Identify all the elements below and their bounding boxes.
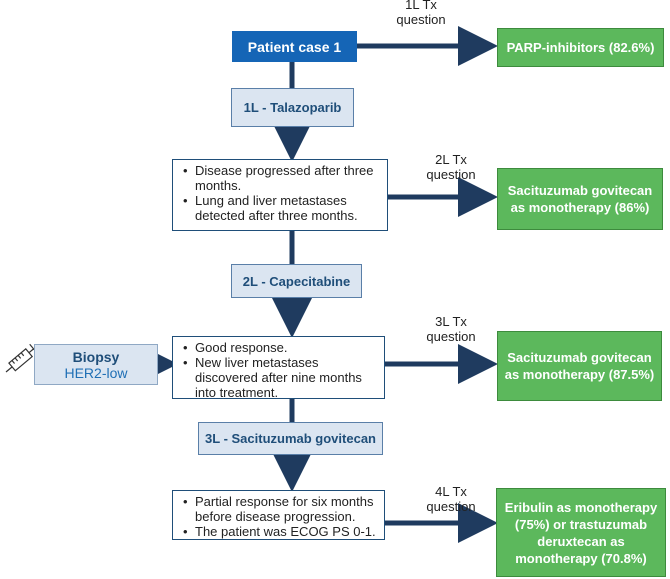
answer-3-text: Sacituzumab govitecan as monotherapy (87… (504, 350, 655, 382)
patient-case-label: Patient case 1 (247, 38, 342, 55)
question-4-line-2: question (426, 499, 476, 514)
syringe-icon (5, 343, 38, 373)
question-4-line-1: 4L Tx (435, 484, 467, 499)
question-1-line-1: 1L Tx (405, 0, 437, 12)
question-1-line-2: question (396, 12, 446, 27)
biopsy-subtitle: HER2-low (64, 364, 128, 381)
question-3-line-1: 3L Tx (435, 314, 467, 329)
description-box-2: Good response. New liver metastases disc… (172, 336, 385, 400)
description-1-item-2: Lung and liver metastases detected after… (183, 193, 381, 223)
answer-box-1: PARP-inhibitors (82.6%) (497, 28, 664, 67)
answer-4-text: Eribulin as monotherapy (75%) or trastuz… (504, 499, 658, 566)
line-3-box: 3L - Sacituzumab govitecan (198, 422, 383, 455)
question-label-2: 2L Tx question (416, 152, 486, 182)
question-label-3: 3L Tx question (416, 314, 486, 344)
biopsy-box: Biopsy HER2-low (34, 344, 158, 385)
line-3-label: 3L - Sacituzumab govitecan (205, 431, 376, 446)
question-label-1: 1L Tx question (386, 0, 456, 27)
line-2-box: 2L - Capecitabine (231, 264, 362, 298)
answer-2-text: Sacituzumab govitecan as monotherapy (86… (507, 183, 653, 215)
patient-case-box: Patient case 1 (232, 31, 357, 62)
description-2-item-1: Good response. (183, 340, 378, 355)
answer-box-2: Sacituzumab govitecan as monotherapy (86… (497, 168, 663, 230)
answer-box-3: Sacituzumab govitecan as monotherapy (87… (497, 331, 662, 401)
description-box-3: Partial response for six months before d… (172, 490, 385, 540)
description-2-item-2: New liver metastases discovered after ni… (183, 355, 378, 400)
description-1-item-1: Disease progressed after three months. (183, 163, 381, 193)
description-3-item-1: Partial response for six months before d… (183, 494, 378, 524)
line-2-label: 2L - Capecitabine (242, 273, 351, 289)
question-2-line-1: 2L Tx (435, 152, 467, 167)
description-3-item-2: The patient was ECOG PS 0-1. (183, 524, 378, 539)
description-box-1: Disease progressed after three months. L… (172, 159, 388, 231)
line-1-label: 1L - Talazoparib (243, 100, 342, 115)
answer-1-text: PARP-inhibitors (82.6%) (506, 40, 655, 55)
question-2-line-2: question (426, 167, 476, 182)
biopsy-title: Biopsy (72, 348, 120, 365)
question-3-line-2: question (426, 329, 476, 344)
line-1-box: 1L - Talazoparib (231, 88, 354, 127)
answer-box-4: Eribulin as monotherapy (75%) or trastuz… (496, 488, 666, 577)
question-label-4: 4L Tx question (416, 484, 486, 514)
